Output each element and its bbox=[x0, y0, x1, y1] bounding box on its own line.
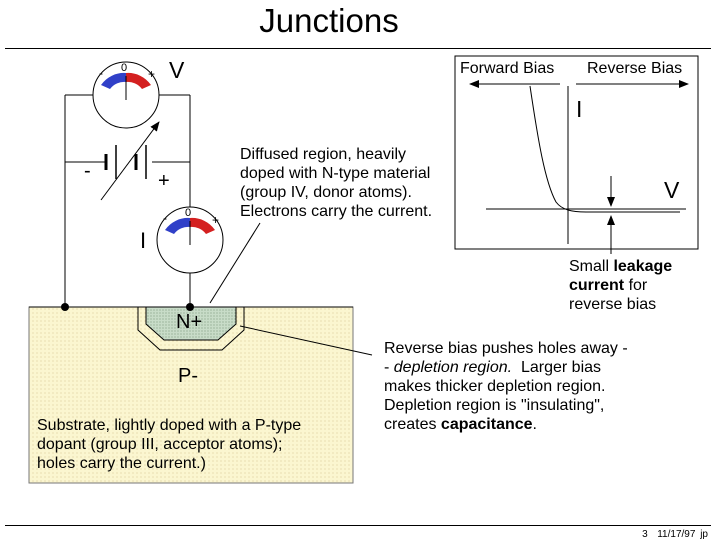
voltmeter-symbol: V bbox=[169, 57, 185, 83]
substrate-note: Substrate, lightly doped with a P-type d… bbox=[37, 417, 302, 472]
n-plus-region bbox=[145, 306, 237, 341]
page-title: Junctions bbox=[259, 2, 399, 39]
reverse-bias-label: Reverse Bias bbox=[587, 60, 683, 77]
ammeter-symbol: I bbox=[140, 228, 147, 253]
n-contact bbox=[186, 303, 194, 311]
diffused-region-note: Diffused region, heavily doped with N-ty… bbox=[240, 146, 433, 220]
ammeter-zero: 0 bbox=[185, 207, 192, 219]
battery-minus-label: - bbox=[84, 160, 91, 182]
ammeter-plus: + bbox=[212, 213, 220, 227]
iv-graph-frame bbox=[454, 55, 699, 250]
depletion-note: Reverse bias pushes holes away - - deple… bbox=[384, 340, 628, 433]
title-rule bbox=[5, 48, 711, 49]
voltage-axis-label: V bbox=[664, 177, 680, 203]
battery-plus-label: + bbox=[158, 170, 170, 192]
ammeter bbox=[156, 206, 224, 274]
voltmeter bbox=[92, 61, 160, 129]
footer-date: 11/17/97 bbox=[657, 529, 696, 540]
depletion-pointer bbox=[239, 325, 373, 356]
n-region-label: N+ bbox=[176, 311, 203, 333]
depletion-boundary bbox=[137, 307, 245, 351]
page-number: 3 bbox=[642, 529, 648, 540]
p-region-label: P- bbox=[178, 365, 198, 387]
voltmeter-plus: + bbox=[148, 67, 156, 81]
footer-initials: jp bbox=[700, 529, 708, 540]
substrate-contact bbox=[61, 303, 69, 311]
voltmeter-minus: - bbox=[99, 66, 103, 80]
footer-rule bbox=[5, 525, 711, 526]
ammeter-minus: - bbox=[163, 211, 167, 225]
forward-bias-label: Forward Bias bbox=[460, 60, 555, 77]
variable-battery bbox=[100, 121, 160, 201]
leakage-note: Small leakage current for reverse bias bbox=[569, 258, 673, 313]
voltmeter-zero: 0 bbox=[121, 62, 128, 74]
current-axis-label: I bbox=[576, 96, 583, 122]
footer: 3 11/17/97 jp bbox=[642, 529, 708, 540]
iv-curve bbox=[529, 85, 680, 213]
diffused-pointer bbox=[209, 222, 261, 304]
